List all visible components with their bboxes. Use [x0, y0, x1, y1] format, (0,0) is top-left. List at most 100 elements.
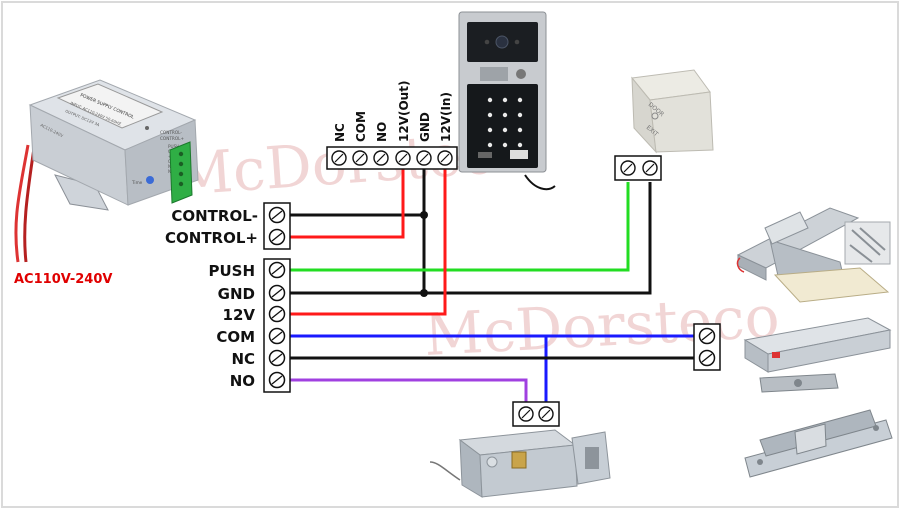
bolt-lock-led	[772, 352, 780, 358]
terminal-screw-no	[268, 371, 286, 389]
lock-bottom-screw-com	[538, 406, 554, 422]
psu-side-label-1: CONTROL-	[160, 130, 182, 135]
wire-gnd	[290, 182, 652, 295]
label-com: COM	[216, 328, 255, 346]
keypad-screw-gnd	[416, 150, 432, 166]
keypad-screw-com	[352, 150, 368, 166]
keypad-label-nc: NC	[333, 123, 347, 142]
keypad-cable	[524, 174, 556, 191]
keypad-screw-no	[373, 150, 389, 166]
electric-strike	[744, 409, 893, 478]
wire-control-plus	[290, 160, 405, 239]
brand-badge-icon	[510, 150, 528, 159]
terminal-screw-gnd	[268, 284, 286, 302]
rim-lock-cylinder	[511, 451, 527, 469]
maglock-instruction-card	[773, 267, 890, 303]
keypad-screw-12v-in	[437, 150, 453, 166]
terminal-screw-push	[268, 261, 286, 279]
power-supply: POWER SUPPLY CONTROL INPUT: AC110-240V 5…	[14, 79, 199, 263]
keypad-screw-nc	[331, 150, 347, 166]
maglock-cable	[736, 257, 745, 273]
speaker-grille-icon	[480, 67, 508, 81]
exit-button-terminal	[614, 155, 662, 181]
wire-no	[290, 378, 528, 402]
lock-terminal-bottom	[512, 401, 560, 427]
label-control-plus: CONTROL+	[165, 229, 258, 247]
psu-terminal-screw-1	[178, 151, 184, 157]
wires	[290, 160, 694, 402]
keypad-label-com: COM	[354, 111, 368, 142]
label-push: PUSH	[208, 262, 255, 280]
magnetic-lock	[736, 207, 891, 303]
wire-12v	[290, 160, 447, 316]
psu-green-terminal	[169, 141, 193, 204]
label-12v: 12V	[223, 306, 256, 324]
exit-button-front	[649, 91, 714, 153]
psu-terminal-screw-2	[178, 161, 184, 167]
psu-side-label-time: Time	[131, 180, 143, 185]
terminal-screw-com	[268, 327, 286, 345]
keypad-label-12v-out: 12V(Out)	[397, 81, 411, 142]
keypad-terminal-block: NC COM NO 12V(Out) GND 12V(In)	[326, 81, 458, 170]
rim-lock-screw-icon	[486, 456, 498, 468]
bolt-lock	[743, 317, 892, 393]
terminal-screw-12v	[268, 305, 286, 323]
supply-voltage-label: AC110V-240V	[14, 272, 112, 287]
junction-control-gnd	[420, 211, 428, 219]
keypad-device	[458, 11, 556, 191]
rim-lock-strike-slot	[585, 447, 599, 469]
strike-keeper	[794, 423, 827, 455]
label-no: NO	[230, 372, 255, 390]
keypad-label-gnd: GND	[418, 112, 432, 142]
label-nc: NC	[231, 350, 255, 368]
bolt-lock-side	[767, 329, 891, 373]
wire-push	[290, 182, 630, 272]
terminal-slot-control-plus	[271, 232, 283, 242]
camera-lens-icon	[495, 35, 509, 49]
lock-right-screw-nc	[698, 349, 716, 367]
bolt-lock-strike-hole	[794, 379, 802, 387]
terminal-slot-control-minus	[271, 210, 283, 220]
label-gnd: GND	[218, 285, 255, 303]
main-terminal-frame	[263, 258, 291, 393]
ac-cable-red-2	[23, 147, 36, 263]
maglock-bracket	[764, 211, 809, 245]
strike-screw-right-icon	[873, 425, 879, 431]
psu-label	[56, 83, 164, 129]
psu-terminal-screw-3	[178, 171, 184, 177]
rim-lock-cable	[429, 461, 461, 481]
psu-time-knob	[146, 176, 154, 184]
psu-led	[145, 126, 149, 130]
lock-right-screw-com	[698, 327, 716, 345]
electric-rim-lock	[429, 429, 611, 498]
label-control-minus: CONTROL-	[171, 207, 258, 225]
watermark-bottom: McDorsteco	[422, 282, 781, 369]
terminal-screw-nc	[268, 349, 286, 367]
psu-side-label-2: CONTROL+	[160, 136, 184, 141]
junction-gnd-keypad	[420, 289, 428, 297]
maglock-screws-pack	[844, 221, 891, 265]
control-terminal-block: CONTROL- CONTROL+	[165, 202, 291, 250]
psu-terminal-screw-4	[178, 181, 184, 187]
ac-cable-red	[14, 144, 30, 263]
keypad-label-12v-in: 12V(In)	[439, 92, 453, 142]
strike-screw-left-icon	[757, 459, 763, 465]
key-icon	[651, 112, 659, 120]
camera-led-left-icon	[484, 39, 490, 45]
exit-screw-left	[620, 160, 636, 176]
rim-lock-body-side	[479, 444, 578, 498]
camera-led-right-icon	[514, 39, 520, 45]
exit-button: DOOR EXIT	[631, 69, 714, 154]
lock-bottom-screw-no	[518, 406, 534, 422]
keypad-keys	[487, 97, 523, 148]
main-terminal-block: PUSH GND 12V COM NC NO	[208, 258, 291, 393]
call-button-icon	[516, 69, 526, 79]
keypad-label-no: NO	[375, 122, 389, 142]
psu-side-label-3: PUSH	[168, 144, 179, 149]
lock-terminal-right	[693, 323, 721, 371]
rfid-logo-icon	[478, 152, 492, 158]
keypad-screw-12v-out	[395, 150, 411, 166]
exit-screw-right	[642, 160, 658, 176]
